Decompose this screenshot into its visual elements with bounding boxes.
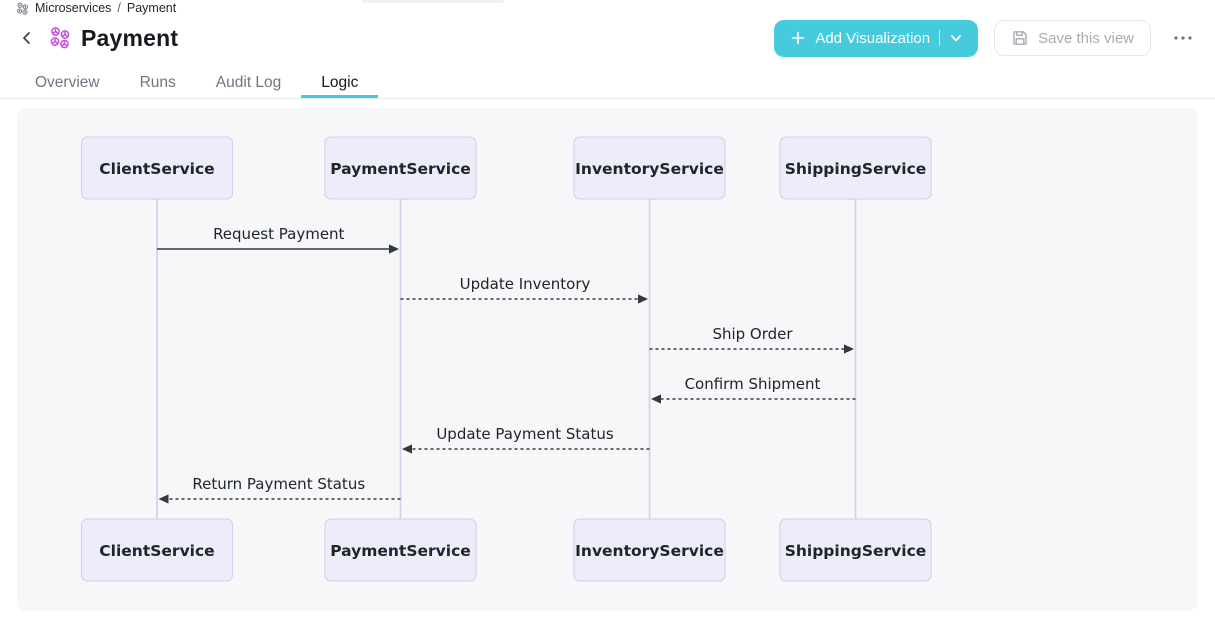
message-arrowhead <box>651 394 661 404</box>
message-arrowhead <box>844 344 854 354</box>
message-arrowhead <box>402 444 412 454</box>
participant-box <box>81 518 233 582</box>
participant-label: ClientService <box>99 542 214 560</box>
message-label: Ship Order <box>712 325 793 343</box>
plus-icon <box>790 30 806 46</box>
participant-box <box>81 136 233 200</box>
participant-box <box>779 518 932 582</box>
participant-label: ClientService <box>99 160 214 178</box>
participant-label: InventoryService <box>575 160 724 178</box>
add-visualization-button[interactable]: Add Visualization <box>774 19 979 57</box>
header-actions: Add Visualization Save this view <box>774 19 1199 57</box>
message-arrowhead <box>389 244 399 254</box>
breadcrumb-root[interactable]: Microservices <box>35 1 112 15</box>
participant-label: PaymentService <box>330 542 471 560</box>
breadcrumb-current[interactable]: Payment <box>126 1 177 15</box>
message-label: Update Inventory <box>460 275 591 293</box>
page-header: Payment Add Visualization <box>16 18 1199 58</box>
tab-runs[interactable]: Runs <box>120 58 196 98</box>
message-label: Request Payment <box>213 225 344 243</box>
participant-box <box>779 136 932 200</box>
participant-box <box>573 518 726 582</box>
message-label: Update Payment Status <box>436 425 614 443</box>
cutoff-popover-edge <box>362 0 504 3</box>
message-arrowhead <box>638 294 648 304</box>
participant-box <box>324 518 477 582</box>
floppy-disk-icon <box>1011 29 1029 47</box>
participant-box <box>324 136 477 200</box>
ellipsis-icon <box>1173 35 1193 41</box>
chevron-down-icon[interactable] <box>949 31 963 45</box>
tab-overview[interactable]: Overview <box>15 58 120 98</box>
add-visualization-label: Add Visualization <box>815 29 931 47</box>
more-options-button[interactable] <box>1167 31 1199 45</box>
message-label: Confirm Shipment <box>685 375 821 393</box>
sequence-diagram-svg: ClientServiceClientServicePaymentService… <box>81 136 932 582</box>
participant-label: ShippingService <box>785 160 927 178</box>
participant-label: PaymentService <box>330 160 471 178</box>
button-divider <box>939 30 941 46</box>
microservices-cluster-icon <box>16 2 29 15</box>
participant-box <box>573 136 726 200</box>
participant-label: ShippingService <box>785 542 927 560</box>
message-arrowhead <box>158 494 169 504</box>
page-title: Payment <box>81 24 179 51</box>
save-view-button[interactable]: Save this view <box>994 20 1151 56</box>
message-label: Return Payment Status <box>192 475 365 493</box>
tab-logic[interactable]: Logic <box>301 58 378 98</box>
tab-bar: Overview Runs Audit Log Logic <box>0 58 1215 99</box>
save-view-label: Save this view <box>1038 29 1134 47</box>
chevron-left-icon <box>20 30 34 46</box>
microservices-cluster-icon <box>48 26 72 50</box>
breadcrumb-separator: / <box>117 1 121 15</box>
back-button[interactable] <box>16 27 38 49</box>
tab-audit-log[interactable]: Audit Log <box>196 58 302 98</box>
breadcrumb: Microservices / Payment <box>16 1 176 15</box>
participant-label: InventoryService <box>575 542 724 560</box>
